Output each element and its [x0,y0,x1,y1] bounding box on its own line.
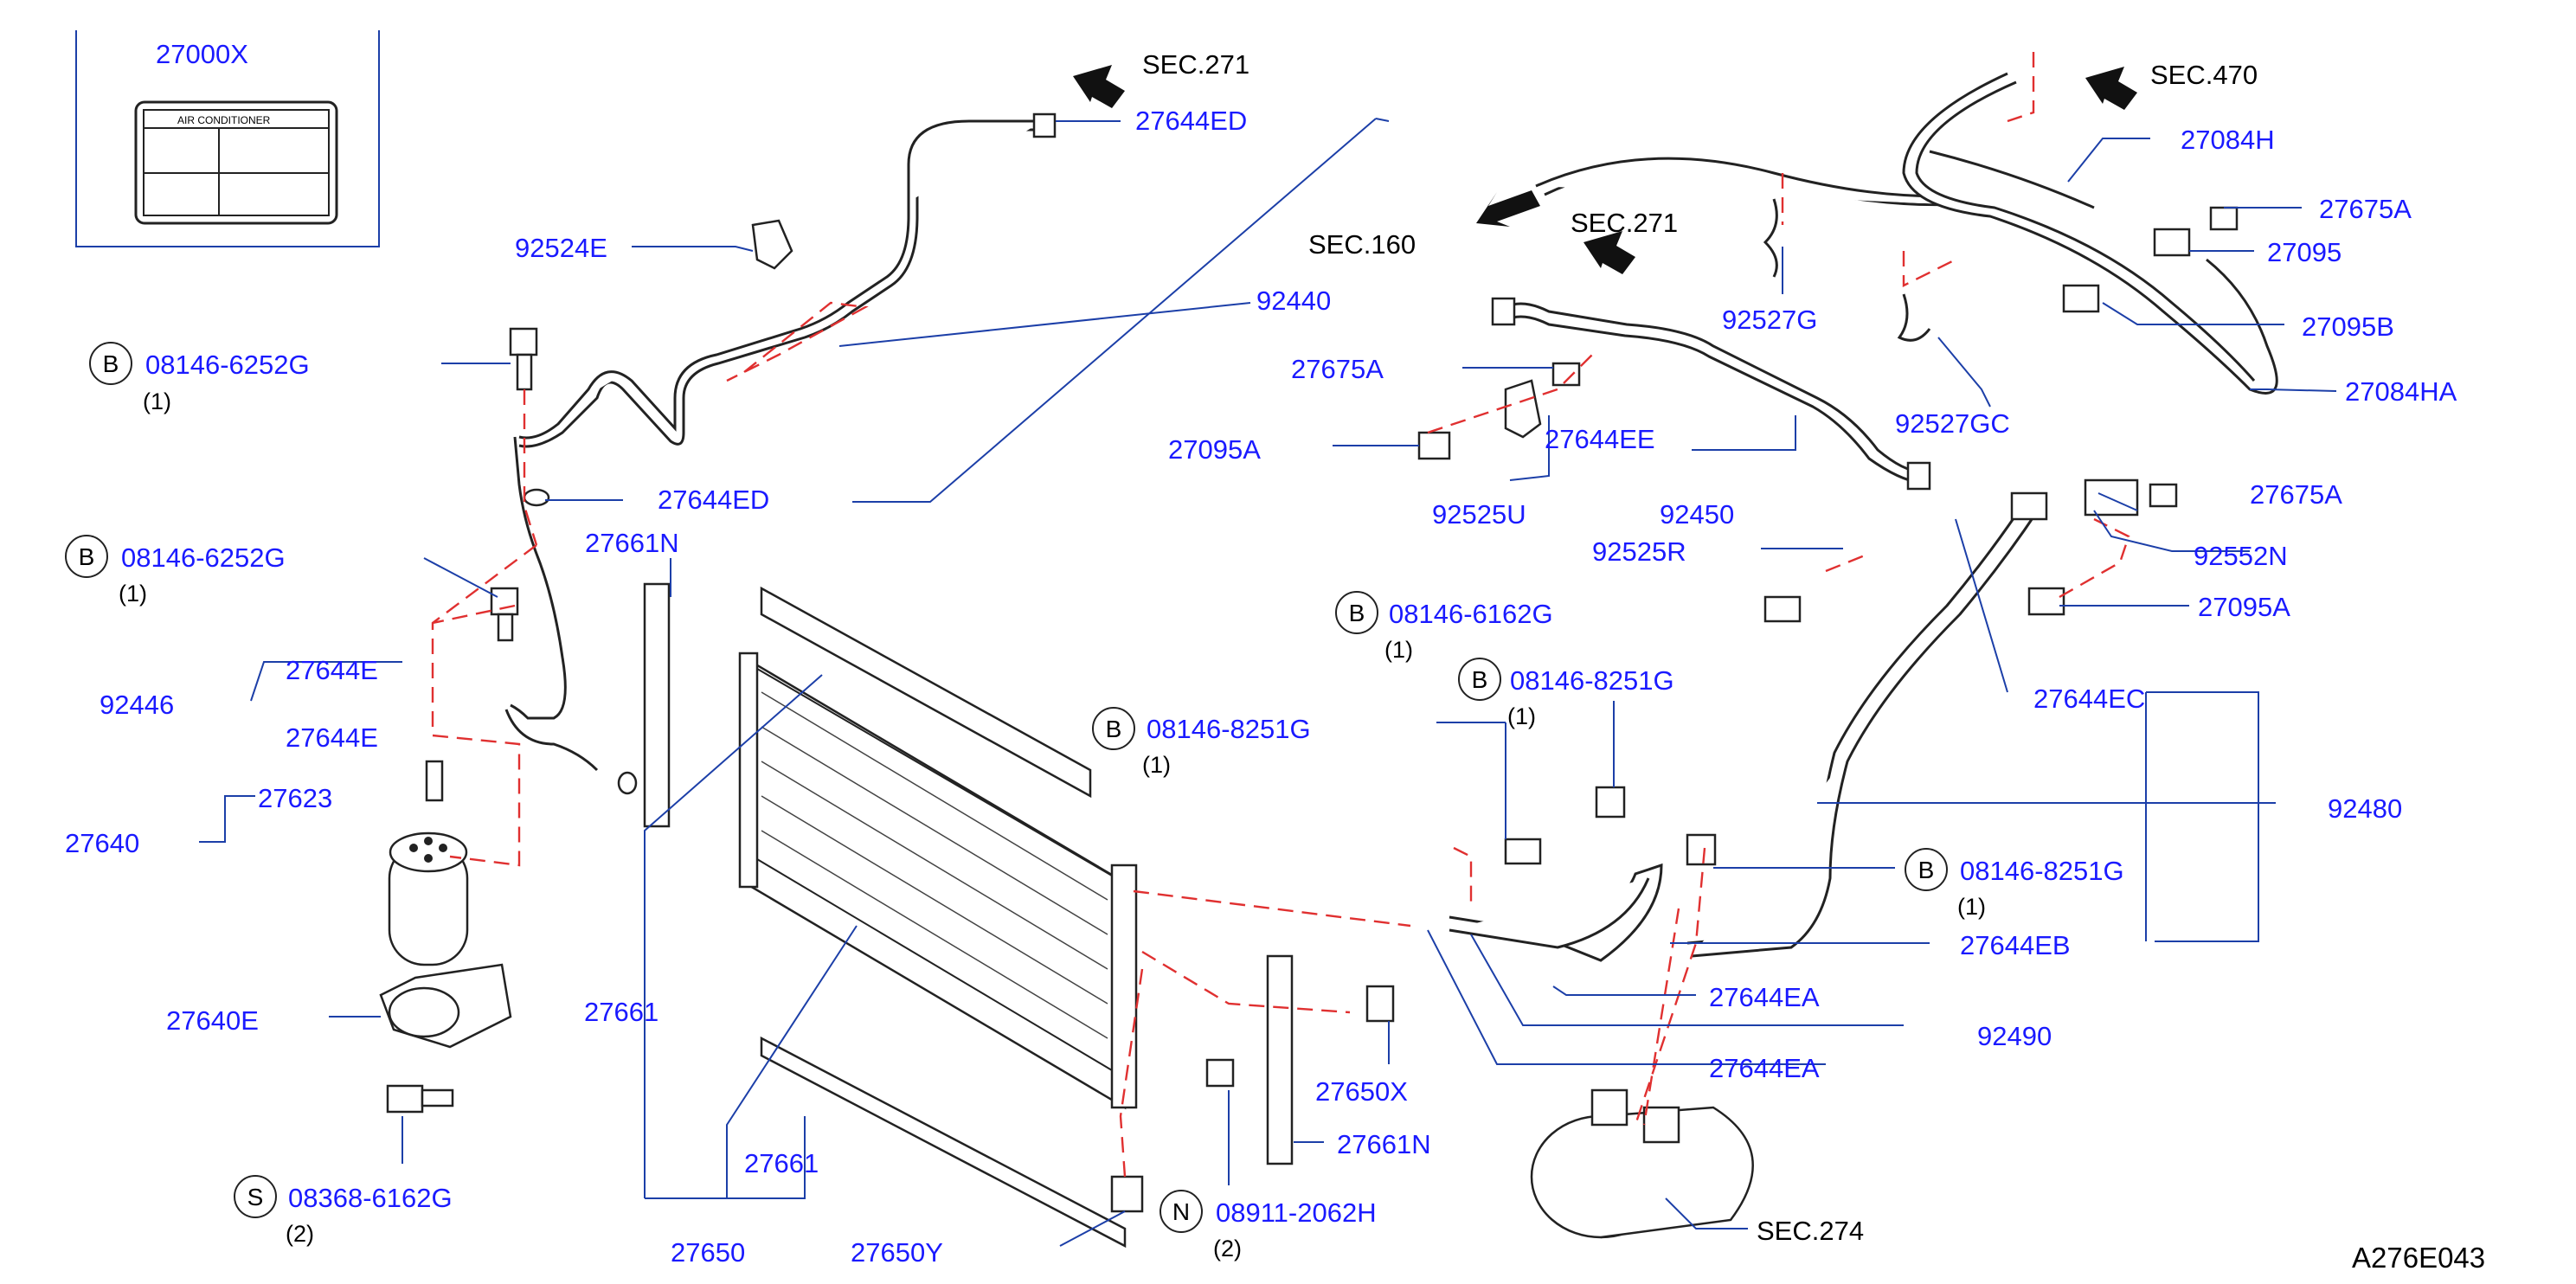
assembly-lines [431,52,2130,1178]
sec-271-top[interactable]: SEC.271 [1142,49,1249,80]
svg-text:B: B [1106,716,1122,742]
label-card-inset: 27000X AIR CONDITIONER [75,30,380,247]
part-label-27084H[interactable]: 27084H [2181,125,2275,155]
badge-s-1: S [234,1175,277,1218]
pipe-drawing [379,65,2278,1249]
part-label-08146-6162G[interactable]: 08146-6162G [1389,599,1553,629]
sec-274[interactable]: SEC.274 [1757,1216,1864,1246]
badge-b-4: B [1335,591,1378,634]
part-label-08146-8251G-b[interactable]: 08146-8251G [1510,665,1674,696]
part-label-27650Y[interactable]: 27650Y [851,1237,943,1268]
part-label-27650[interactable]: 27650 [671,1237,745,1268]
quantities: (1) (1) (1) (1) (1) (1) (2) (2) [119,388,1986,1262]
part-labels: 27644ED 92524E 92440 08146-6252G 08146-6… [65,106,2457,1268]
part-label-27095A-a[interactable]: 27095A [1168,434,1261,465]
badge-b-5: B [1458,658,1501,701]
part-label-27650X[interactable]: 27650X [1315,1076,1408,1107]
part-label-27661-a[interactable]: 27661 [584,997,658,1027]
qty-08911-2062H: (2) [1213,1236,1242,1262]
part-label-92450[interactable]: 92450 [1660,499,1734,530]
part-label-27675A-a[interactable]: 27675A [2319,194,2412,224]
section-references: SEC.271 SEC.160 SEC.271 SEC.470 SEC.274 [1142,49,2258,1246]
label-card-text: AIR CONDITIONER [177,114,271,126]
part-label-27675A-c[interactable]: 27675A [2250,479,2342,510]
part-label-92480[interactable]: 92480 [2328,793,2402,824]
badge-n-1: N [1160,1190,1203,1233]
part-label-27095B[interactable]: 27095B [2302,311,2394,342]
svg-text:N: N [1172,1198,1190,1225]
part-label-27644EE[interactable]: 27644EE [1545,424,1655,454]
part-label-27644ED-mid[interactable]: 27644ED [658,485,769,515]
part-label-27644ED-top[interactable]: 27644ED [1135,106,1247,136]
qty-08146-8251G-c: (1) [1957,894,1986,920]
qty-08146-8251G-b: (1) [1507,703,1536,729]
part-label-27644EC[interactable]: 27644EC [2033,684,2145,714]
badge-b-2: B [65,535,108,578]
part-label-92446[interactable]: 92446 [100,690,174,720]
part-label-08146-6252G-b[interactable]: 08146-6252G [121,542,286,573]
part-label-08911-2062H[interactable]: 08911-2062H [1216,1197,1377,1228]
part-label-92527G[interactable]: 92527G [1722,305,1817,335]
part-label-92524E[interactable]: 92524E [515,233,607,263]
badge-b-1: B [89,342,132,385]
part-label-08146-6252G-a[interactable]: 08146-6252G [145,350,310,380]
part-label-27644E[interactable]: 27644E [286,722,378,753]
part-label-92552N[interactable]: 92552N [2194,541,2288,571]
qty-08146-6252G-a: (1) [143,388,171,414]
part-label-08368-6162G[interactable]: 08368-6162G [288,1183,453,1213]
part-label-27661N-a[interactable]: 27661N [585,528,679,558]
qty-08146-6162G: (1) [1384,637,1413,663]
leader-lines [199,118,2337,1247]
part-label-27661-b[interactable]: 27661 [744,1148,819,1178]
part-label-08146-8251G-a[interactable]: 08146-8251G [1147,714,1311,744]
sec-271-mid[interactable]: SEC.271 [1571,208,1678,238]
badges: B B B B B B S N [65,342,1948,1233]
part-label-27644EA-b[interactable]: 27644EA [1709,1053,1820,1083]
part-label-27640[interactable]: 27640 [65,828,139,858]
badge-b-3: B [1092,707,1135,750]
svg-text:B: B [103,350,119,377]
qty-08146-8251G-a: (1) [1142,752,1171,778]
part-label-27084HA[interactable]: 27084HA [2345,376,2457,407]
part-label-92490[interactable]: 92490 [1977,1021,2052,1051]
sec-160[interactable]: SEC.160 [1308,229,1416,260]
svg-text:S: S [247,1184,264,1210]
part-label-27623[interactable]: 27623 [258,783,332,813]
part-label-27095[interactable]: 27095 [2267,237,2342,267]
part-label-27644EA-a[interactable]: 27644EA [1709,982,1820,1012]
part-label-27644EB[interactable]: 27644EB [1960,930,2071,960]
part-label-27675A-b[interactable]: 27675A [1291,354,1384,384]
qty-08368-6162G: (2) [286,1221,314,1247]
part-label-92525U[interactable]: 92525U [1432,499,1526,530]
part-label-08146-8251G-c[interactable]: 08146-8251G [1960,856,2124,886]
part-label-27000X[interactable]: 27000X [156,39,248,69]
svg-text:B: B [79,543,95,570]
diagram-code: A276E043 [2352,1242,2485,1274]
svg-text:B: B [1472,666,1488,693]
svg-text:B: B [1349,600,1365,626]
part-label-92440[interactable]: 92440 [1256,286,1331,316]
qty-08146-6252G-b: (1) [119,581,147,607]
badge-b-6: B [1905,848,1948,891]
part-label-27640E[interactable]: 27640E [166,1005,259,1036]
part-label-27095A-b[interactable]: 27095A [2198,592,2290,622]
svg-text:B: B [1918,857,1935,883]
part-label-92525R[interactable]: 92525R [1592,536,1686,567]
part-label-27661N-b[interactable]: 27661N [1337,1129,1431,1159]
sec-470[interactable]: SEC.470 [2150,60,2258,90]
part-label-27644E-top[interactable]: 27644E [286,655,378,685]
part-label-92527GC[interactable]: 92527GC [1895,408,2010,439]
